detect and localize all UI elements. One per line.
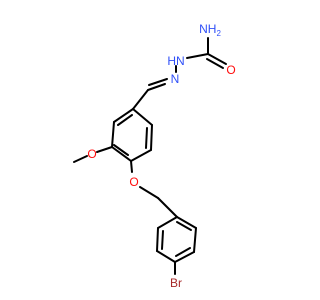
atom-label-o-methoxy: O — [87, 147, 96, 161]
atom-label-nh2: NH2 — [199, 22, 221, 38]
bond — [186, 53, 209, 59]
atom-label-o-carbonyl: O — [226, 63, 235, 77]
bond — [148, 78, 168, 86]
bond — [113, 108, 134, 123]
bond — [174, 251, 195, 263]
bond — [147, 83, 166, 91]
molecule-canvas: NH2 O HN N O O Br — [73, 22, 236, 290]
bond — [156, 250, 176, 263]
bond — [176, 216, 197, 229]
atom-label-o-ether: O — [129, 175, 138, 189]
structure-drawing: NH2 O HN N O O Br — [73, 22, 236, 290]
bond — [206, 58, 224, 69]
bond — [207, 53, 227, 65]
bond — [193, 227, 197, 253]
bond — [132, 108, 153, 126]
bond — [175, 247, 191, 257]
bond — [111, 146, 132, 162]
bond — [176, 221, 192, 231]
bond — [145, 127, 148, 149]
bond — [156, 227, 159, 252]
bond — [157, 216, 178, 229]
bond — [132, 89, 149, 110]
bond — [111, 121, 115, 148]
bond — [150, 124, 153, 151]
bonds — [73, 37, 227, 275]
bond — [117, 114, 133, 126]
bond — [73, 155, 88, 163]
bond — [139, 186, 159, 199]
atom-label-br: Br — [170, 276, 182, 290]
atom-labels: NH2 O HN N O O Br — [87, 22, 235, 290]
bond — [130, 160, 133, 173]
atom-label-nh: HN — [167, 54, 184, 68]
atom-label-n-imine: N — [171, 72, 180, 86]
bond — [130, 149, 152, 162]
bond — [113, 144, 129, 156]
bond — [157, 197, 178, 218]
bond — [96, 146, 113, 153]
bond — [161, 230, 164, 250]
